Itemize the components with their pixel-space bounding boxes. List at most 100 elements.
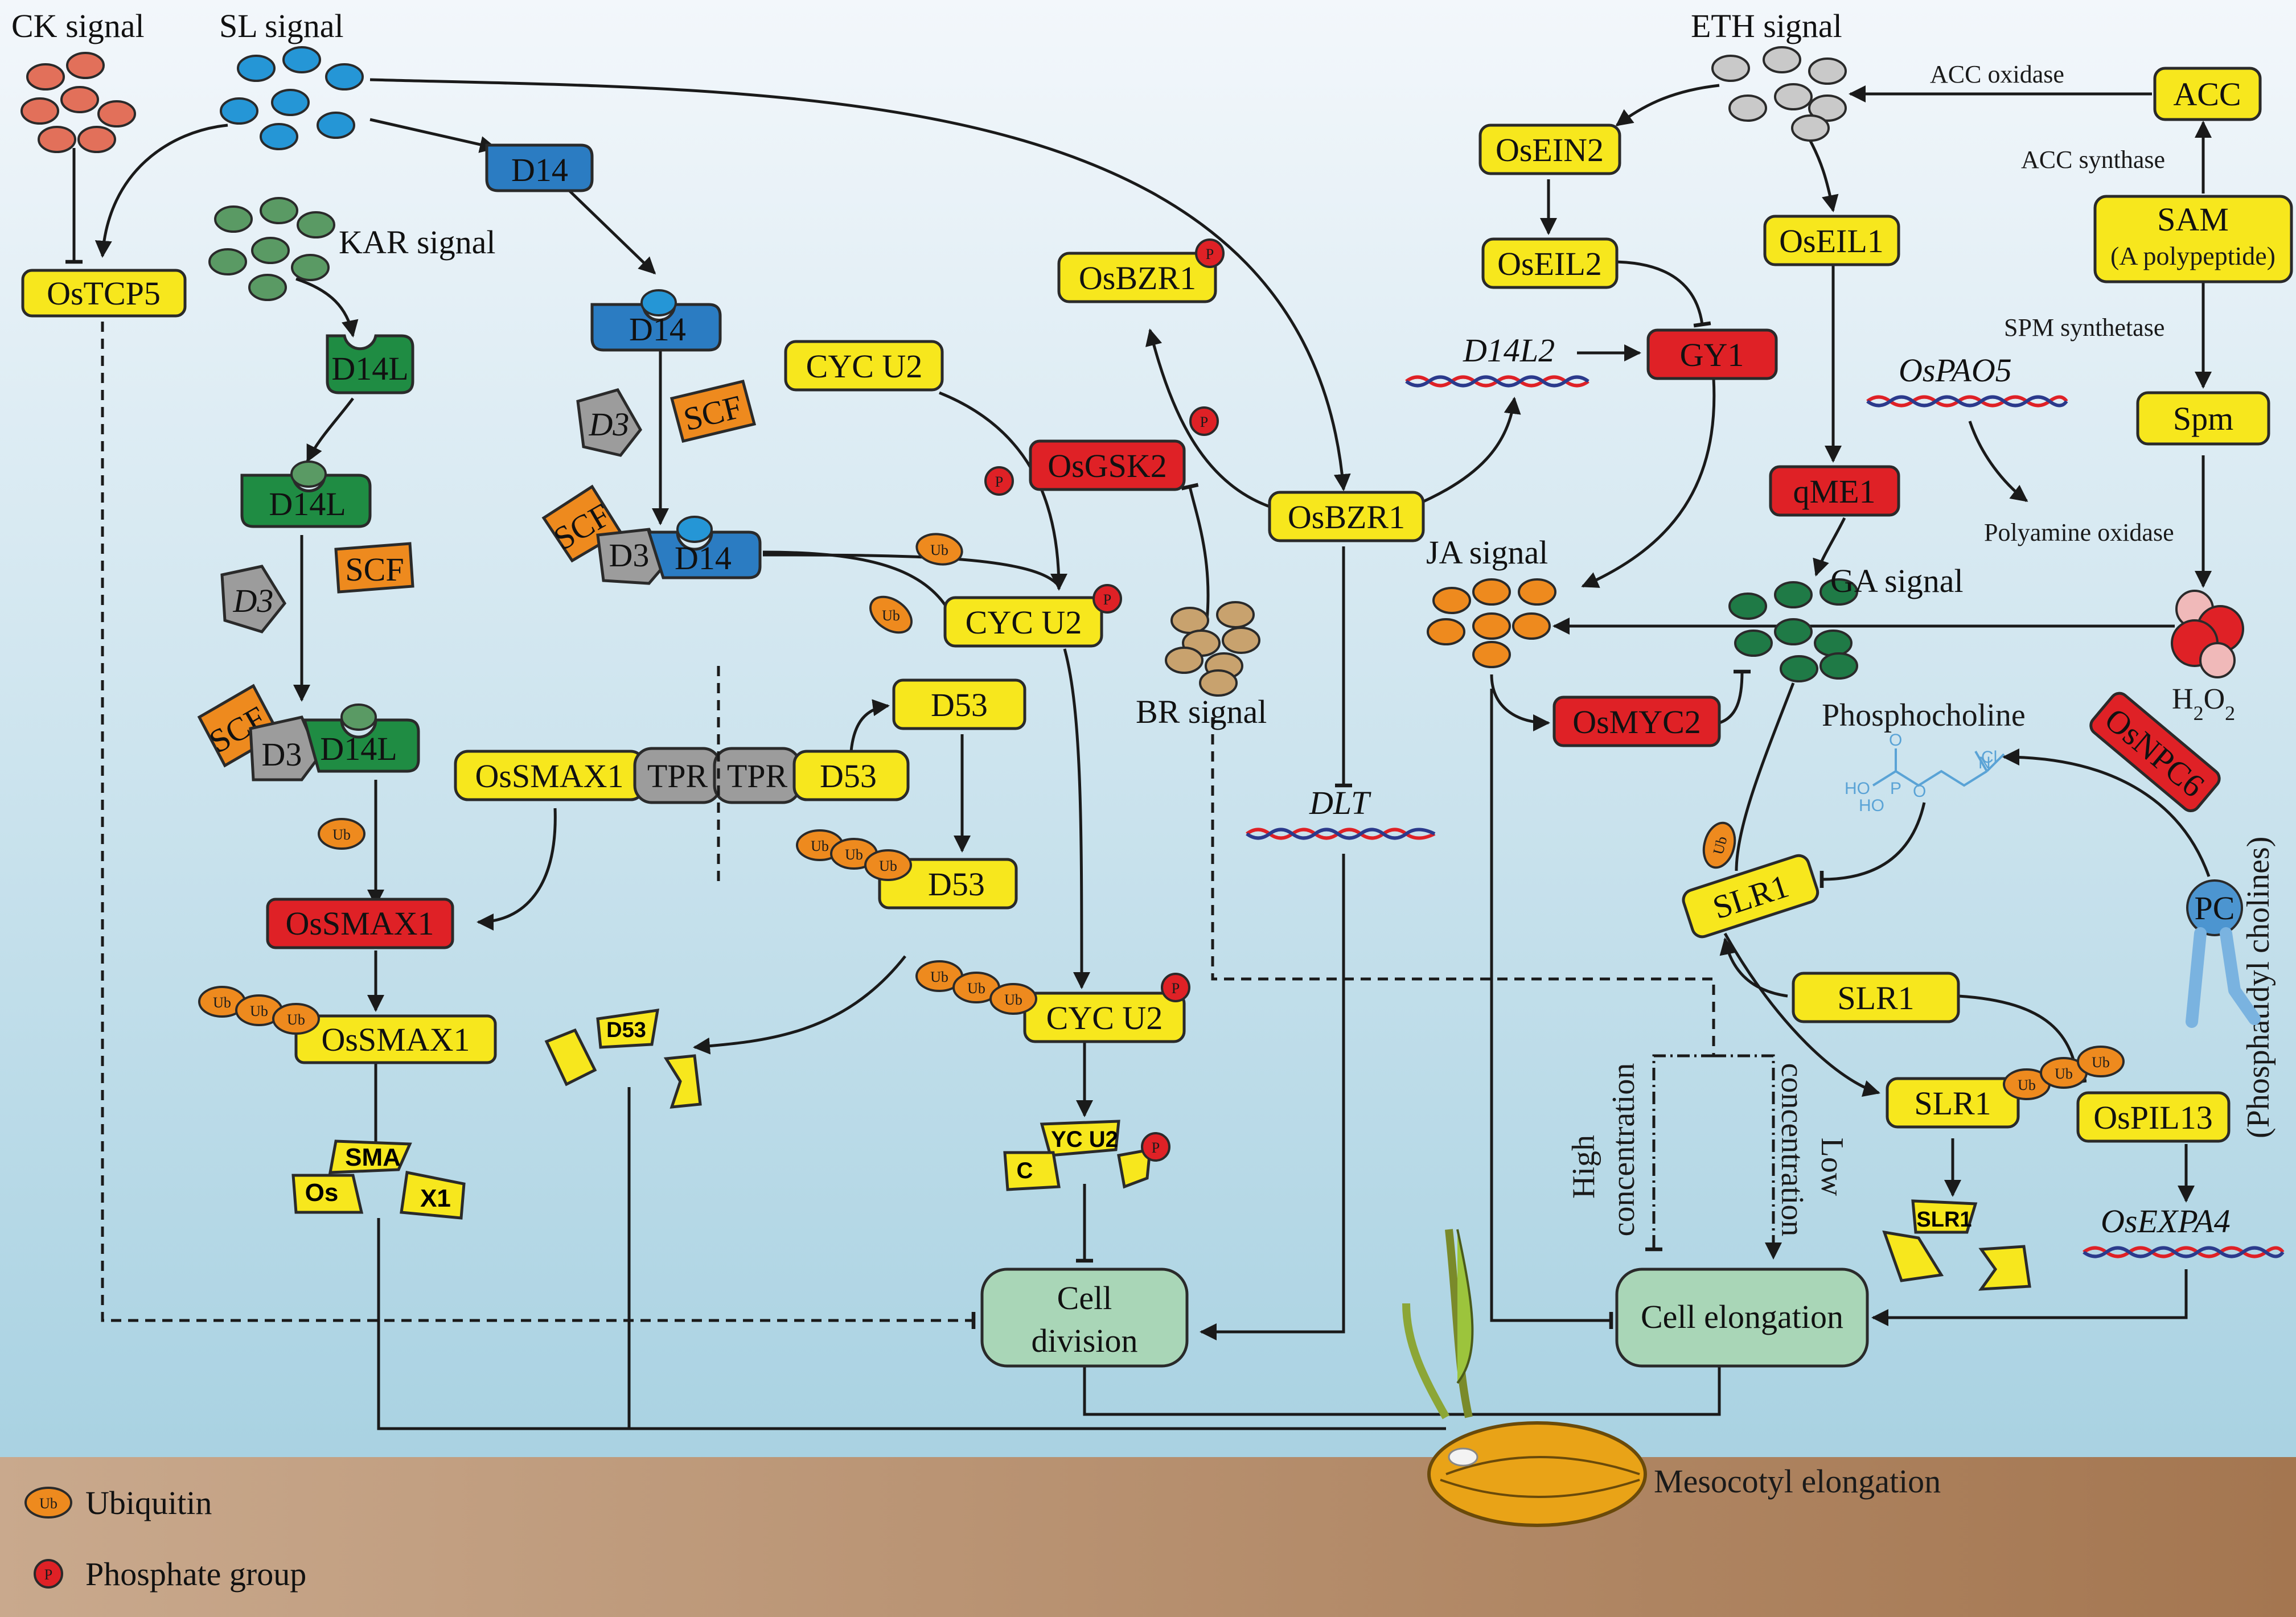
d53-ub-node: D53 Ub Ub Ub — [796, 829, 1018, 910]
d3-node-c: D3 — [576, 388, 643, 457]
d53-node-b: D53 — [892, 678, 1026, 730]
svg-text:D14: D14 — [629, 311, 686, 348]
slr1-fragments: SLR1 — [1882, 1199, 2031, 1291]
svg-text:Spm: Spm — [2173, 400, 2233, 437]
svg-text:D53: D53 — [931, 686, 988, 723]
slr1-node-b: SLR1 — [1792, 972, 1960, 1023]
scf-node-a: SCF — [334, 542, 414, 594]
chem-p: P — [1890, 779, 1901, 798]
svg-text:Cell: Cell — [1057, 1279, 1112, 1316]
soil-band — [0, 1457, 2296, 1617]
chem-ho-a: HO — [1845, 779, 1870, 798]
svg-text:OsSMAX1: OsSMAX1 — [285, 905, 434, 942]
svg-text:Ub: Ub — [882, 607, 900, 624]
d3-node-a: D3 — [220, 565, 287, 633]
pc-lipid: PC — [2186, 879, 2261, 1028]
svg-text:Ub: Ub — [1004, 991, 1022, 1008]
svg-text:TPR: TPR — [727, 758, 788, 795]
svg-text:TPR: TPR — [647, 758, 708, 795]
svg-text:P: P — [995, 474, 1003, 490]
phosphocholine-label: Phosphocholine — [1822, 698, 2026, 733]
svg-text:Cell elongation: Cell elongation — [1641, 1298, 1843, 1335]
ga-signal-dots — [1728, 578, 1858, 682]
svg-text:OsGSK2: OsGSK2 — [1048, 447, 1167, 484]
svg-text:D53: D53 — [820, 758, 877, 795]
connectors — [74, 78, 2212, 1430]
chem-o-a: O — [1889, 731, 1902, 750]
spm-node: Spm — [2136, 391, 2270, 446]
high-concentration-label-1: High — [1566, 1135, 1601, 1199]
svg-text:SLR1: SLR1 — [1916, 1208, 1971, 1232]
svg-text:P: P — [44, 1566, 52, 1583]
svg-text:ACC: ACC — [2173, 76, 2241, 113]
chem-n: N — [1978, 754, 1991, 772]
dna-dlt: DLT — [1246, 784, 1436, 840]
svg-text:P: P — [1103, 591, 1111, 608]
svg-text:SLR1: SLR1 — [1837, 980, 1914, 1017]
ossmax1-ub-node: OsSMAX1 Ub Ub Ub — [198, 986, 497, 1064]
tpr-complex: OsSMAX1 TPR TPR D53 — [454, 666, 910, 882]
svg-text:D14: D14 — [675, 540, 732, 577]
svg-text:Ub: Ub — [845, 846, 863, 863]
d14l-node-b: D14L — [240, 460, 372, 528]
svg-text:Ub: Ub — [811, 838, 829, 854]
d14-node-b: D14 — [590, 289, 722, 352]
kar-signal-label: KAR signal — [339, 224, 496, 261]
svg-text:Ub: Ub — [287, 1011, 305, 1028]
svg-text:D53: D53 — [928, 866, 985, 903]
eth-signal-label: ETH signal — [1691, 7, 1842, 44]
phosphocholine-structure — [1872, 748, 2005, 787]
h2o2-molecule — [2171, 590, 2244, 678]
svg-text:CYC U2: CYC U2 — [1046, 999, 1163, 1036]
acc-synthase-label: ACC synthase — [2021, 146, 2165, 174]
mesocotyl-elongation-label: Mesocotyl elongation — [1654, 1463, 1941, 1500]
svg-text:D14L: D14L — [269, 485, 346, 522]
h2o2-label: H2O2 — [2172, 683, 2235, 725]
cell-elongation-box: Cell elongation — [1615, 1268, 1869, 1368]
ga-signal-label: GA signal — [1830, 562, 1964, 599]
phosphatidyl-cholines-label: (Phosphatidyl cholines) — [2241, 837, 2276, 1138]
svg-text:SCF: SCF — [345, 551, 404, 588]
svg-text:YC U2: YC U2 — [1051, 1127, 1118, 1152]
svg-text:D14: D14 — [511, 151, 568, 188]
svg-text:DLT: DLT — [1309, 784, 1371, 821]
svg-text:OsBZR1: OsBZR1 — [1079, 260, 1196, 297]
phosphate-float-b: P — [1189, 406, 1219, 436]
svg-text:D3: D3 — [233, 582, 274, 619]
cycu2-node-b: CYC U2 P — [943, 584, 1122, 648]
svg-text:D3: D3 — [609, 537, 650, 574]
d14l-node-a: D14L — [326, 334, 414, 394]
cycu2-fragments: YC U2 C P — [1003, 1120, 1170, 1191]
osein2-node: OsEIN2 — [1478, 124, 1621, 175]
svg-text:D14L2: D14L2 — [1463, 332, 1555, 369]
svg-text:Ub: Ub — [213, 994, 231, 1011]
svg-text:Ub: Ub — [2055, 1065, 2073, 1082]
svg-text:CYC U2: CYC U2 — [966, 604, 1082, 641]
qme1-node: qME1 — [1769, 465, 1900, 517]
chem-cl: Cl — [1981, 748, 1997, 767]
svg-text:qME1: qME1 — [1793, 473, 1876, 510]
svg-text:X1: X1 — [420, 1184, 451, 1212]
svg-text:Ub: Ub — [250, 1003, 268, 1019]
svg-text:OsPAO5: OsPAO5 — [1899, 352, 2012, 389]
svg-text:Ubiquitin: Ubiquitin — [85, 1484, 212, 1521]
svg-text:SMA: SMA — [345, 1143, 401, 1171]
svg-text:OsTCP5: OsTCP5 — [47, 275, 161, 312]
svg-text:D3: D3 — [589, 406, 630, 443]
chem-o-b: O — [1913, 782, 1926, 801]
ck-signal-dots — [20, 52, 136, 153]
svg-text:P: P — [1200, 414, 1208, 430]
low-concentration-label-2: concentration — [1775, 1063, 1810, 1237]
svg-text:CYC U2: CYC U2 — [806, 348, 923, 385]
osbzr1-node: OsBZR1 — [1268, 491, 1425, 542]
ostcp5-node: OsTCP5 — [21, 269, 187, 318]
cycu2-node-a: CYC U2 — [784, 340, 944, 392]
dna-d14l2: D14L2 — [1405, 332, 1589, 388]
svg-text:SAM: SAM — [2157, 201, 2229, 238]
legend-ubiquitin: Ub Ubiquitin — [24, 1484, 212, 1521]
acc-oxidase-label: ACC oxidase — [1930, 60, 2064, 88]
ossmax1-red-node: OsSMAX1 — [266, 898, 454, 949]
svg-text:GY1: GY1 — [1680, 336, 1744, 373]
sl-signal-label: SL signal — [219, 7, 344, 44]
svg-text:Ub: Ub — [879, 858, 897, 874]
